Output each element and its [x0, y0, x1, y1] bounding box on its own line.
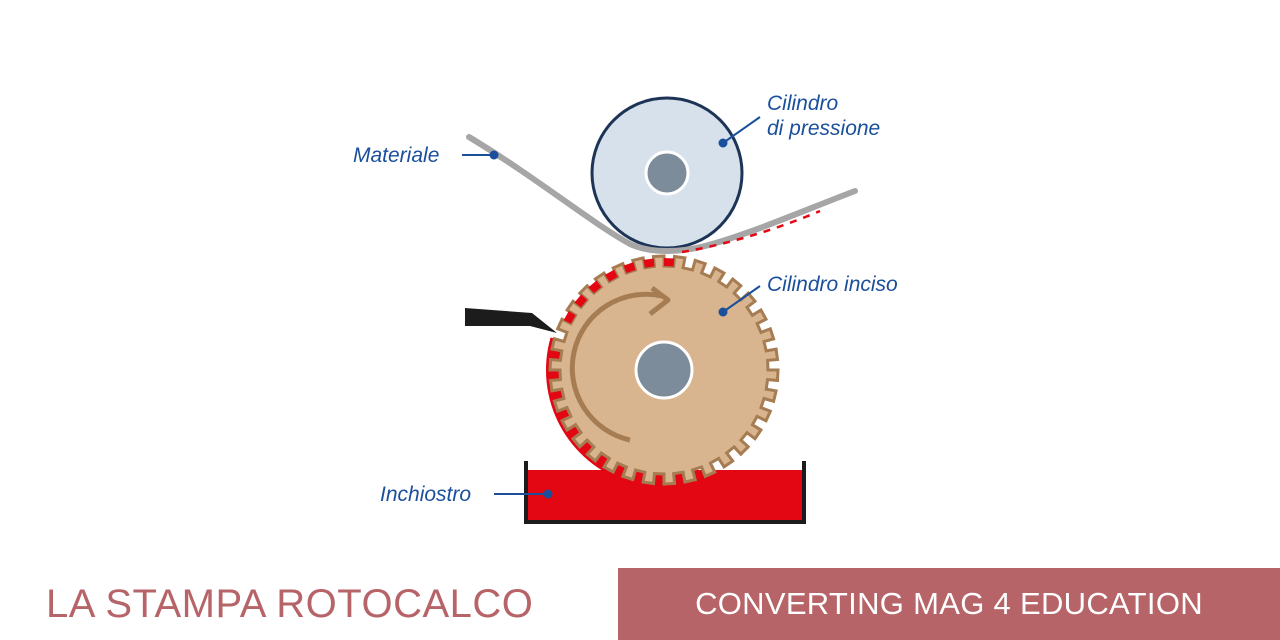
printed-ink-dashes	[681, 209, 821, 254]
engraved-cylinder-hub	[634, 340, 694, 400]
label-materiale: Materiale	[353, 144, 439, 167]
ink-cell	[664, 258, 675, 267]
rotation-arrowhead	[648, 286, 671, 316]
leader-materiale	[462, 150, 499, 160]
label-cilindro-pressione-line2: di pressione	[767, 117, 880, 140]
ink-cell	[643, 258, 655, 268]
footer-title: LA STAMPA ROTOCALCO	[46, 582, 534, 626]
leader-inchiostro	[494, 489, 553, 499]
ink-cell	[623, 262, 636, 273]
ink-cell	[574, 294, 588, 308]
leader-cilindro-pressione	[718, 116, 761, 148]
doctor-blade	[465, 308, 557, 333]
footer-band: CONVERTING MAG 4 EDUCATION	[618, 568, 1280, 640]
label-cilindro-pressione-line1: Cilindro	[767, 92, 839, 115]
label-cilindro-inciso: Cilindro inciso	[767, 273, 898, 296]
leader-cilindro-inciso	[718, 285, 761, 317]
material-web	[466, 134, 858, 254]
ink-tray	[524, 461, 806, 524]
rotation-arrow	[569, 291, 663, 443]
ink-cell	[563, 311, 576, 324]
footer-band-text: CONVERTING MAG 4 EDUCATION	[695, 586, 1203, 621]
ink-cell	[588, 280, 602, 294]
ink-cell	[605, 269, 618, 282]
pressure-cylinder-hub	[644, 150, 690, 196]
label-inchiostro: Inchiostro	[380, 483, 471, 506]
